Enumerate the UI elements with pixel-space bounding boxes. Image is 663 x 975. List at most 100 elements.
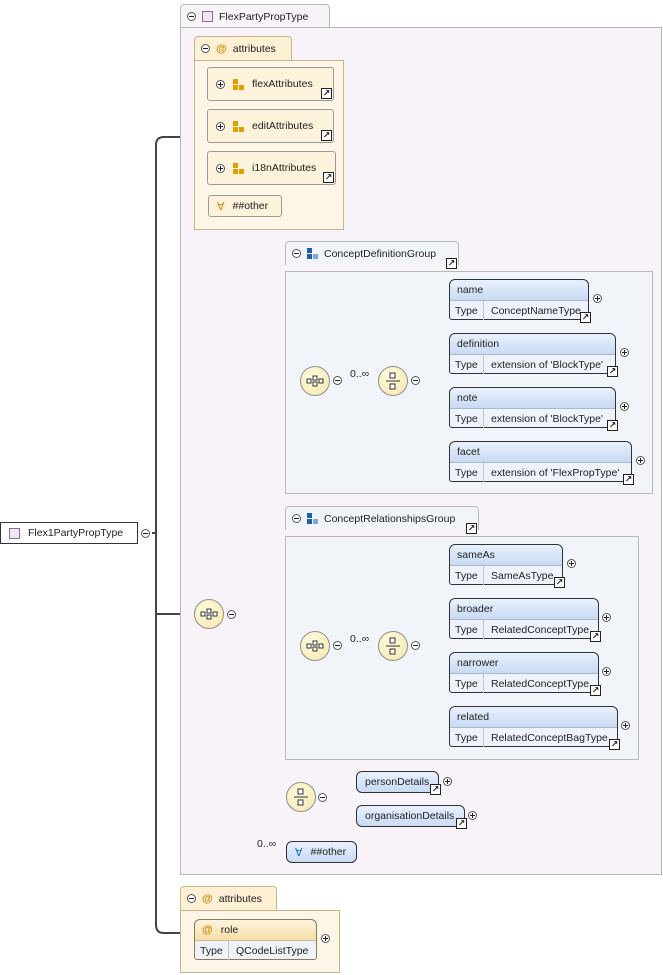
collapse-group-icon[interactable] — [292, 514, 301, 523]
sequence-compositor[interactable] — [300, 631, 330, 661]
link-arrow-icon[interactable]: ↗ — [623, 474, 634, 485]
link-arrow-icon[interactable]: ↗ — [446, 258, 457, 269]
expand-icon[interactable] — [602, 667, 611, 676]
expand-icon[interactable] — [567, 559, 576, 568]
expand-icon[interactable] — [620, 348, 629, 357]
concept-definition-group-tab[interactable]: ConceptDefinitionGroup — [285, 241, 459, 265]
collapse-attributes-icon[interactable] — [201, 44, 210, 53]
attribute-group-label: i18nAttributes — [252, 162, 317, 174]
model-group-icon — [307, 248, 318, 259]
expand-icon[interactable] — [443, 777, 452, 786]
attribute-wildcard[interactable]: ∀ ##other — [208, 195, 282, 217]
collapse-icon[interactable] — [333, 376, 342, 385]
collapse-icon[interactable] — [333, 641, 342, 650]
element-wildcard[interactable]: ∀ ##other — [286, 841, 357, 863]
expand-icon[interactable] — [216, 79, 225, 89]
attribute-group-label: editAttributes — [252, 120, 314, 132]
type-value: RelatedConceptType — [491, 623, 590, 636]
complex-type-icon — [9, 527, 20, 539]
expand-icon[interactable] — [216, 163, 225, 173]
collapse-attributes-icon[interactable] — [187, 894, 196, 903]
link-arrow-icon[interactable]: ↗ — [607, 420, 618, 431]
type-key: Type — [450, 674, 484, 693]
choice-compositor[interactable] — [378, 366, 408, 396]
type-value: RelatedConceptType — [491, 677, 590, 690]
wildcard-icon: ∀ — [295, 846, 303, 859]
link-arrow-icon[interactable]: ↗ — [554, 577, 565, 588]
link-arrow-icon[interactable]: ↗ — [430, 784, 441, 795]
complex-type-tab[interactable]: FlexPartyPropType — [180, 4, 330, 28]
element-personDetails[interactable]: personDetails — [356, 771, 439, 793]
type-key: Type — [450, 620, 484, 639]
cardinality-label: 0..∞ — [350, 368, 370, 380]
link-arrow-icon[interactable]: ↗ — [609, 739, 620, 750]
expand-icon[interactable] — [621, 721, 630, 730]
attributes-tab[interactable]: @ attributes — [194, 36, 292, 60]
collapse-complex-type-icon[interactable] — [187, 12, 196, 21]
element-name-label: narrower — [457, 657, 499, 669]
link-arrow-icon[interactable]: ↗ — [466, 523, 477, 534]
type-key: Type — [450, 355, 484, 374]
at-sign-icon: @ — [202, 924, 213, 936]
type-key: Type — [195, 941, 229, 960]
element-name-label: personDetails — [365, 776, 430, 788]
sequence-compositor[interactable] — [194, 599, 224, 629]
link-arrow-icon[interactable]: ↗ — [321, 130, 332, 141]
collapse-group-icon[interactable] — [292, 249, 301, 258]
at-sign-icon: @ — [202, 892, 213, 905]
choice-icon — [386, 372, 400, 390]
type-key: Type — [450, 409, 484, 428]
type-value: RelatedConceptBagType — [491, 731, 608, 744]
cardinality-label: 0..∞ — [257, 838, 277, 850]
collapse-icon[interactable] — [411, 376, 420, 385]
at-sign-icon: @ — [216, 42, 227, 55]
complex-type-icon — [202, 11, 213, 22]
expand-icon[interactable] — [602, 613, 611, 622]
collapse-sequence-icon[interactable] — [227, 610, 236, 619]
element-name-label: name — [457, 284, 484, 296]
expand-icon[interactable] — [216, 121, 225, 131]
expand-icon[interactable] — [636, 456, 645, 465]
concept-relationships-group-label: ConceptRelationshipsGroup — [324, 512, 456, 525]
expand-icon[interactable] — [468, 811, 477, 820]
attribute-group-flexAttributes[interactable]: flexAttributes — [207, 67, 334, 101]
element-organisationDetails[interactable]: organisationDetails — [356, 805, 465, 827]
choice-compositor[interactable] — [286, 782, 316, 812]
link-arrow-icon[interactable]: ↗ — [321, 88, 332, 99]
concept-definition-group-label: ConceptDefinitionGroup — [324, 247, 437, 260]
extension-attributes-tab[interactable]: @ attributes — [180, 886, 277, 910]
attribute-group-i18nAttributes[interactable]: i18nAttributes — [207, 151, 336, 185]
sequence-compositor[interactable] — [300, 366, 330, 396]
element-wildcard-label: ##other — [310, 846, 347, 858]
complex-type-label: FlexPartyPropType — [219, 10, 309, 23]
choice-compositor[interactable] — [378, 631, 408, 661]
expand-icon[interactable] — [620, 402, 629, 411]
link-arrow-icon[interactable]: ↗ — [590, 685, 601, 696]
link-arrow-icon[interactable]: ↗ — [456, 818, 467, 829]
root-element[interactable]: Flex1PartyPropType — [0, 522, 138, 544]
element-name-label: sameAs — [457, 549, 495, 561]
type-key: Type — [450, 301, 484, 320]
expand-icon[interactable] — [321, 934, 330, 943]
attribute-group-editAttributes[interactable]: editAttributes — [207, 109, 334, 143]
collapse-icon[interactable] — [411, 641, 420, 650]
link-arrow-icon[interactable]: ↗ — [580, 312, 591, 323]
concept-relationships-group-tab[interactable]: ConceptRelationshipsGroup — [285, 506, 479, 530]
element-narrower[interactable]: narrower Type RelatedConceptType — [449, 652, 599, 693]
collapse-icon[interactable] — [318, 793, 327, 802]
collapse-root-icon[interactable] — [141, 529, 150, 538]
expand-icon[interactable] — [593, 294, 602, 303]
link-arrow-icon[interactable]: ↗ — [607, 366, 618, 377]
link-arrow-icon[interactable]: ↗ — [323, 172, 334, 183]
type-key: Type — [450, 463, 484, 482]
element-name-label: related — [457, 711, 490, 723]
link-arrow-icon[interactable]: ↗ — [590, 631, 601, 642]
